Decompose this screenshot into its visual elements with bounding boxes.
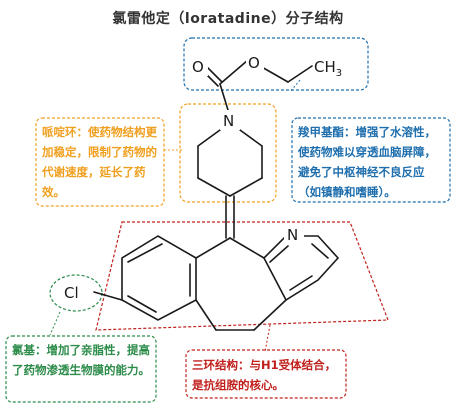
tricyclic-note-box [185, 349, 347, 399]
carbamate-highlight [183, 37, 369, 91]
oxygen-ester-label: O [248, 54, 260, 72]
methyl-sub-label: 3 [336, 68, 342, 79]
diagram-title: 氯雷他定（loratadine）分子结构 [112, 11, 344, 27]
methyl-c-label: CH [314, 58, 336, 76]
tricyclic-highlight [95, 221, 389, 331]
nitrogen-piperidine-label: N [223, 112, 234, 130]
tricyclic-note: 三环结构：与H1受体结合，是抗组胺的核心。 [192, 358, 337, 392]
carbamate-note: 羧甲基酯：增强了水溶性，使药物难以穿透血脑屏障，避免了中枢神经不良反应（如镇静和… [298, 125, 436, 199]
carbamate-pointer [289, 79, 301, 93]
chloro-highlight [49, 274, 103, 312]
piperidine-note: 哌啶环：使药物结构更加稳定，限制了药物的代谢速度，延长了药效。 [42, 125, 157, 199]
oxygen-carbonyl-label: O [192, 58, 204, 76]
piperidine-highlight [179, 103, 277, 203]
chloro-note: 氯基：增加了亲脂性，提高了药物渗透生物膜的能力。 [12, 343, 150, 377]
methyl-label: CH3 [314, 58, 342, 79]
chlorine-label: Cl [64, 284, 79, 302]
piperidine-note-box [35, 117, 165, 207]
nitrogen-pyridine-label: N [287, 226, 298, 244]
carbamate-note-box [291, 117, 451, 203]
chloro-pointer [49, 311, 61, 336]
tricyclic-pointer [264, 324, 271, 353]
